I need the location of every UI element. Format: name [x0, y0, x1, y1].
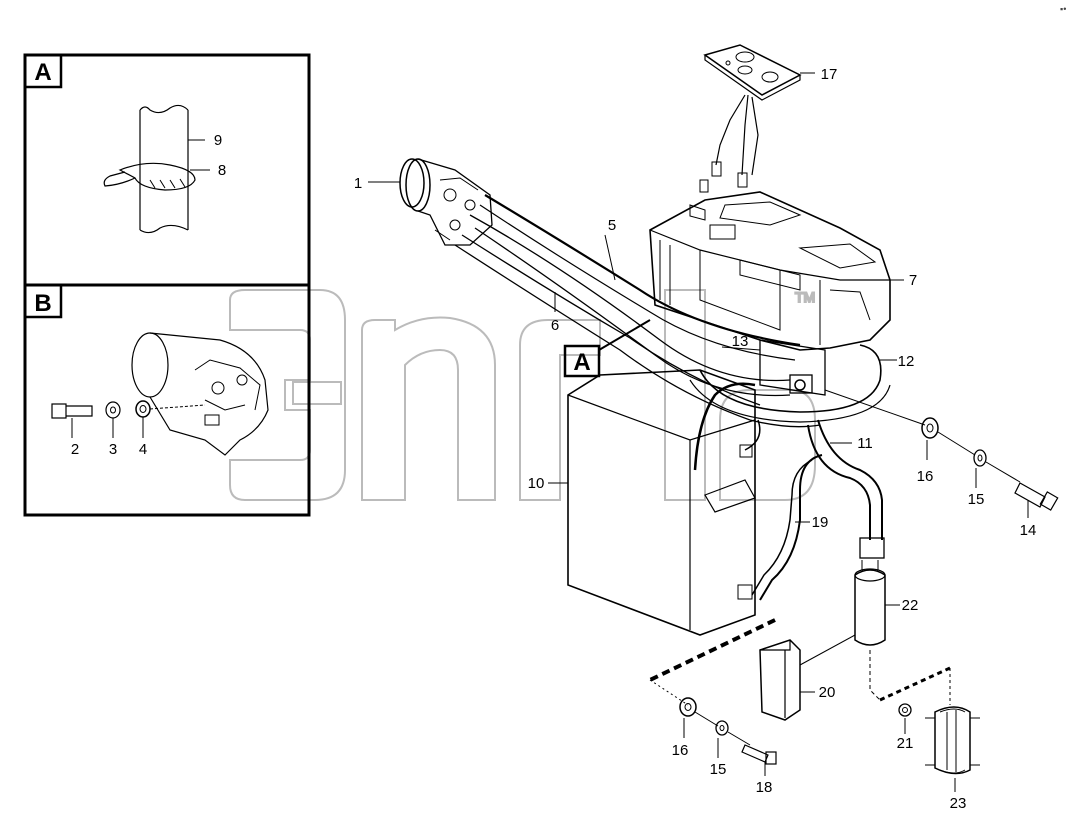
label-4: 4	[139, 441, 147, 458]
label-15-bottom: 15	[710, 761, 727, 778]
detail-b-letter: B	[34, 290, 51, 317]
watermark: TM	[229, 288, 816, 501]
label-17: 17	[821, 66, 838, 83]
label-16-bottom: 16	[672, 742, 689, 759]
watermark-tm: TM	[795, 289, 815, 305]
label-16-right: 16	[917, 468, 934, 485]
mounting-bracket	[689, 339, 926, 426]
part-labels: 9 8 2 3 4 1 5 6 17 7 13 12 11 10 16 15 1…	[71, 66, 1037, 812]
detail-a-letter: A	[34, 59, 51, 86]
clamp	[898, 703, 980, 792]
label-15-right: 15	[968, 491, 985, 508]
label-14: 14	[1020, 522, 1037, 539]
label-2: 2	[71, 441, 79, 458]
detail-box-b: B	[23, 283, 311, 517]
label-10: 10	[528, 475, 545, 492]
label-12: 12	[898, 353, 915, 370]
label-19: 19	[812, 514, 829, 531]
label-23: 23	[950, 795, 967, 812]
alignment-lines	[649, 618, 951, 706]
label-18: 18	[756, 779, 773, 796]
label-7: 7	[909, 272, 917, 289]
label-8: 8	[218, 162, 226, 179]
compressor	[368, 158, 493, 246]
hoses	[454, 194, 821, 428]
detail-box-a: A	[23, 53, 311, 287]
callout-a-letter: A	[573, 349, 590, 376]
label-1: 1	[354, 175, 362, 192]
label-22: 22	[902, 597, 919, 614]
label-20: 20	[819, 684, 836, 701]
dryer-bracket	[759, 639, 815, 721]
tank: A	[548, 319, 761, 636]
label-11: 11	[857, 435, 873, 452]
control-panel	[699, 44, 815, 193]
corner-mark: ▪•	[1060, 4, 1066, 14]
label-21: 21	[897, 735, 914, 752]
label-9: 9	[214, 132, 222, 149]
fasteners-right	[921, 417, 1059, 518]
label-6: 6	[551, 317, 559, 334]
dryer-lines	[751, 419, 900, 666]
fasteners-bottom	[679, 697, 777, 776]
label-5: 5	[608, 217, 616, 234]
label-3: 3	[109, 441, 117, 458]
hvac-unit	[649, 191, 904, 351]
label-13: 13	[732, 333, 749, 350]
